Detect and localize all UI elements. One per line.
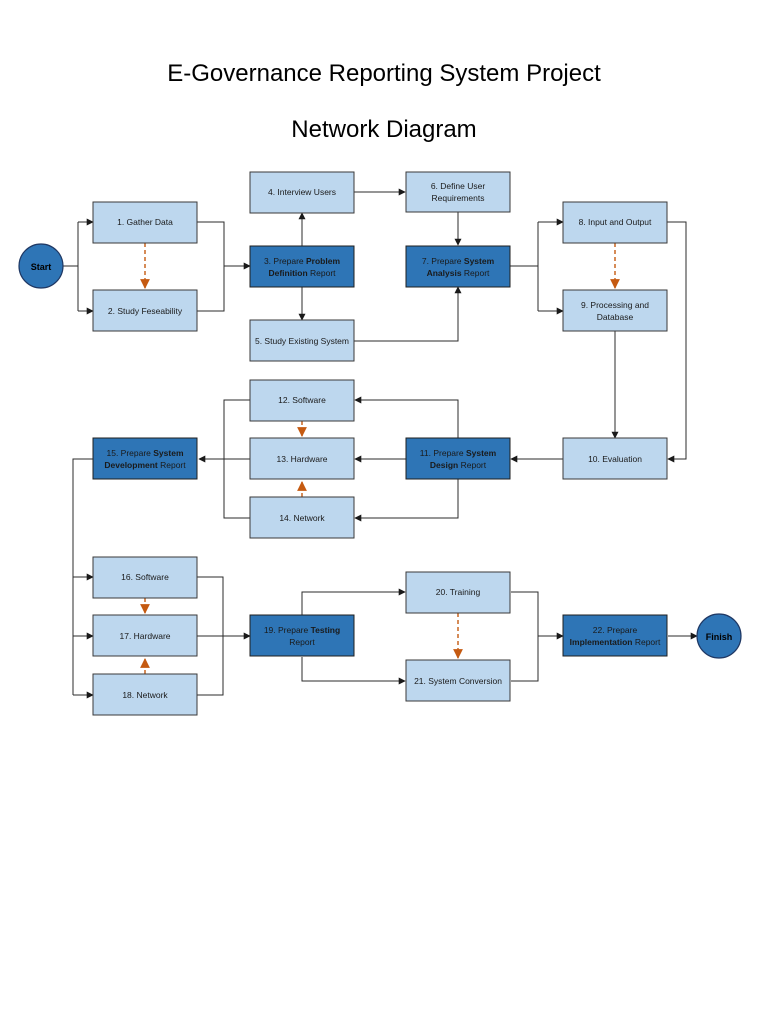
node-19: 19. Prepare Testing Report xyxy=(249,614,355,657)
edge-start-split xyxy=(62,222,79,311)
node-16-label: 16. Software xyxy=(121,572,169,582)
node-7: 7. Prepare System Analysis Report xyxy=(405,245,511,288)
node-14-label: 14. Network xyxy=(279,513,325,523)
node-3: 3. Prepare Problem Definition Report xyxy=(249,245,355,288)
edge-8-to-10 xyxy=(667,221,687,463)
node-19-line1: 19. Prepare Testing xyxy=(264,625,340,635)
start-label: Start xyxy=(31,262,52,272)
node-6-line1: 6. Define User xyxy=(431,181,485,191)
node-11-line2: Design Report xyxy=(430,460,487,470)
edge-11-to-14 xyxy=(354,479,459,522)
node-2: 2. Study Feseability xyxy=(92,289,198,332)
node-17-label: 17. Hardware xyxy=(119,631,170,641)
finish-label: Finish xyxy=(706,632,733,642)
node-10-label: 10. Evaluation xyxy=(588,454,642,464)
node-12: 12. Software xyxy=(249,379,355,422)
node-13-label: 13. Hardware xyxy=(276,454,327,464)
node-8-label: 8. Input and Output xyxy=(579,217,652,227)
edges xyxy=(62,188,698,699)
node-7-line1: 7. Prepare System xyxy=(422,256,495,266)
page-subtitle: Network Diagram xyxy=(291,116,477,143)
node-22: 22. Prepare Implementation Report xyxy=(562,614,668,657)
node-15: 15. Prepare System Development Report xyxy=(92,437,198,480)
node-7-line2: Analysis Report xyxy=(427,268,490,278)
edge-19-to-21 xyxy=(301,657,406,685)
node-18-label: 18. Network xyxy=(122,690,168,700)
node-19-line2: Report xyxy=(289,637,315,647)
edge-15-down xyxy=(72,458,93,695)
node-14: 14. Network xyxy=(249,496,355,539)
node-9-line2: Database xyxy=(597,312,634,322)
edge-19-to-20 xyxy=(301,588,406,615)
node-22-line1: 22. Prepare xyxy=(593,625,638,635)
edge-5-to-7 xyxy=(354,286,462,342)
node-9: 9. Processing and Database xyxy=(562,289,668,332)
start-node: Start xyxy=(18,243,64,289)
node-1-label: 1. Gather Data xyxy=(117,217,173,227)
node-3-line2: Definition Report xyxy=(268,268,336,278)
node-20-label: 20. Training xyxy=(436,587,481,597)
node-17: 17. Hardware xyxy=(92,614,198,657)
node-8: 8. Input and Output xyxy=(562,201,668,244)
node-15-line2: Development Report xyxy=(104,460,186,470)
node-11: 11. Prepare System Design Report xyxy=(405,437,511,480)
node-10: 10. Evaluation xyxy=(562,437,668,480)
node-5: 5. Study Existing System xyxy=(249,319,355,362)
node-3-line1: 3. Prepare Problem xyxy=(264,256,341,266)
node-21-label: 21. System Conversion xyxy=(414,676,502,686)
node-4: 4. Interview Users xyxy=(249,171,355,214)
node-6-line2: Requirements xyxy=(432,193,485,203)
finish-node: Finish xyxy=(696,613,742,659)
node-1: 1. Gather Data xyxy=(92,201,198,244)
node-21: 21. System Conversion xyxy=(405,659,511,702)
node-11-line1: 11. Prepare System xyxy=(420,448,497,458)
edge-20-21-merge xyxy=(511,591,539,682)
edge-1-2-merge xyxy=(197,221,225,312)
node-6: 6. Define User Requirements xyxy=(405,171,511,213)
node-12-label: 12. Software xyxy=(278,395,326,405)
page-title: E-Governance Reporting System Project xyxy=(167,60,601,87)
node-5-label: 5. Study Existing System xyxy=(255,336,349,346)
node-4-label: 4. Interview Users xyxy=(268,187,336,197)
edge-7-split xyxy=(510,222,539,311)
node-18: 18. Network xyxy=(92,673,198,716)
node-15-line1: 15. Prepare System xyxy=(106,448,183,458)
node-13: 13. Hardware xyxy=(249,437,355,480)
node-20: 20. Training xyxy=(405,571,511,614)
node-9-line1: 9. Processing and xyxy=(581,300,649,310)
edge-11-to-12 xyxy=(354,396,459,438)
node-22-line2: Implementation Report xyxy=(570,637,661,647)
node-2-label: 2. Study Feseability xyxy=(108,306,183,316)
node-16: 16. Software xyxy=(92,556,198,599)
